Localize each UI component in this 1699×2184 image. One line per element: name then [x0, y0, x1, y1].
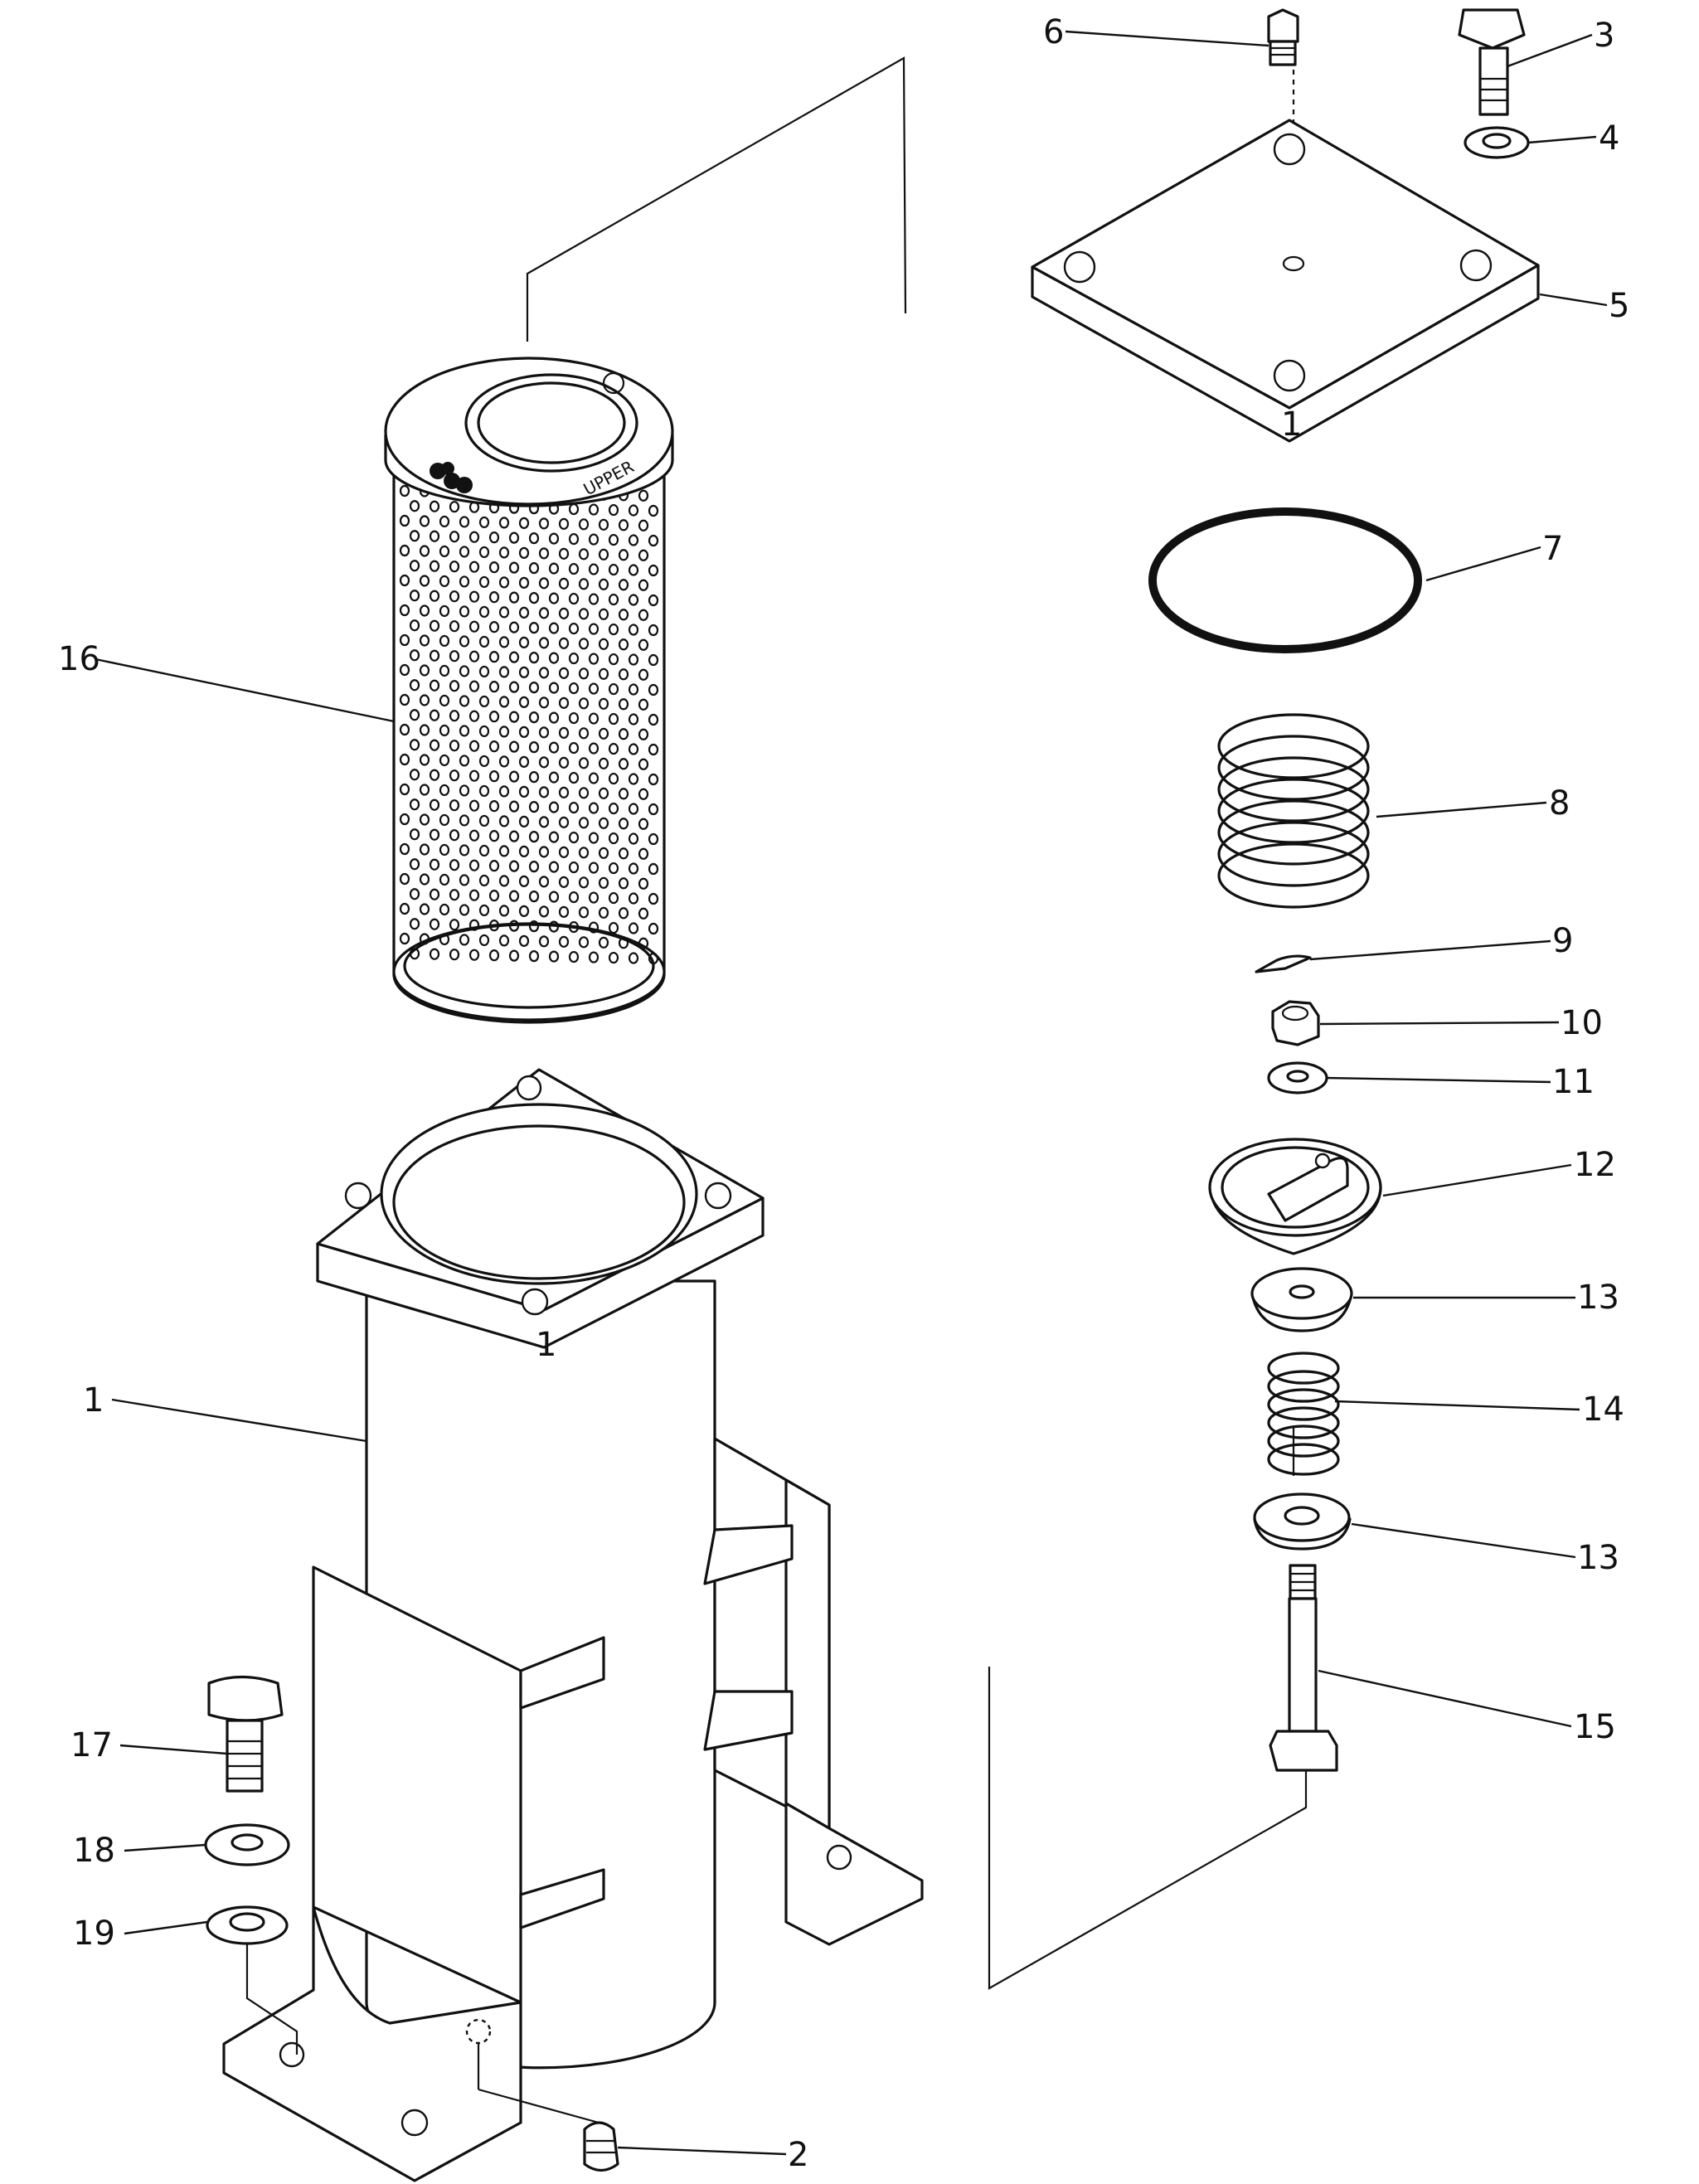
callout-7: 7 [1542, 530, 1563, 568]
callout-5: 5 [1609, 287, 1629, 325]
callout-2: 2 [788, 2136, 808, 2174]
callout-8: 8 [1549, 784, 1570, 823]
callout-11: 11 [1552, 1063, 1595, 1101]
callout-15: 15 [1574, 1708, 1616, 1746]
castle-nut [1271, 1000, 1320, 1046]
bracket-bolt [207, 1675, 284, 1793]
o-ring [1148, 507, 1422, 653]
housing-mark: 1 [536, 1326, 556, 1364]
callout-12: 12 [1574, 1146, 1616, 1184]
valve-head [1208, 1138, 1382, 1255]
bracket-flat-washer [206, 1905, 299, 2055]
callouts: 6 3 4 5 7 8 9 10 11 12 13 14 13 15 16 1 … [58, 13, 1629, 2174]
spring-retainer-lower [1253, 1492, 1352, 1551]
drain-plug [583, 2121, 619, 2172]
callout-14: 14 [1582, 1390, 1624, 1429]
callout-4: 4 [1599, 119, 1619, 158]
spring-small [1267, 1352, 1340, 1476]
callout-6: 6 [1043, 13, 1064, 51]
cover-bolt [1458, 8, 1526, 116]
callout-3: 3 [1594, 17, 1614, 55]
cover-mark: 1 [1281, 405, 1302, 444]
air-bleed-plug [1267, 8, 1299, 66]
spring-large [1217, 713, 1370, 909]
callout-16: 16 [58, 640, 100, 678]
filter-element: UPPER [384, 357, 674, 1024]
filter-housing: 1 [222, 1068, 924, 2182]
cover-plate: 1 [1031, 119, 1540, 444]
callout-9: 9 [1552, 922, 1573, 960]
callout-13-upper: 13 [1577, 1279, 1619, 1317]
valve-bolt [1269, 1564, 1338, 1772]
cotter-pin [1255, 954, 1312, 973]
callout-17: 17 [70, 1726, 113, 1764]
callout-13-lower: 13 [1577, 1539, 1619, 1577]
lock-washer [1464, 126, 1530, 159]
callout-18: 18 [73, 1832, 115, 1870]
spring-retainer-upper [1250, 1267, 1353, 1332]
washer [1267, 1061, 1328, 1094]
callout-10: 10 [1561, 1004, 1603, 1042]
callout-19: 19 [73, 1915, 115, 1953]
bracket-lock-washer [204, 1823, 290, 1866]
callout-1: 1 [83, 1381, 104, 1420]
leader-lines [95, 30, 1608, 2156]
element-perforations [399, 484, 659, 965]
